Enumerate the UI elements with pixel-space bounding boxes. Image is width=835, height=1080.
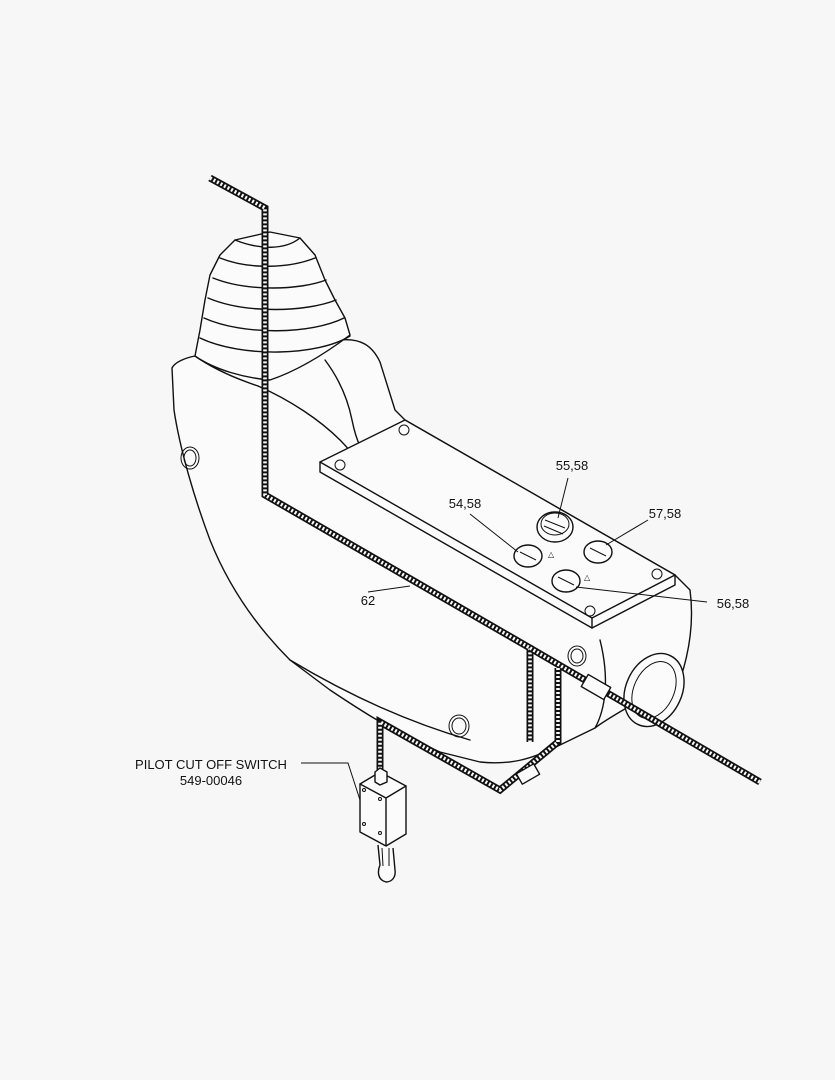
mount-holes [180,446,587,738]
callout-62: 62 [361,593,375,608]
callout-56-58: 56,58 [717,596,750,611]
callout-55-58: 55,58 [556,458,589,473]
svg-text:△: △ [584,573,591,582]
callout-57-58: 57,58 [649,506,682,521]
svg-text:△: △ [548,550,555,559]
joystick-boot [194,231,351,381]
top-plate [319,419,676,629]
knob-54: △ [513,544,555,568]
leader-lines [301,477,708,801]
knob-55 [536,511,574,543]
callout-54-58: 54,58 [449,496,482,511]
switch-part-number: 549-00046 [180,773,242,788]
switch-title-label: PILOT CUT OFF SWITCH [135,757,287,772]
pilot-cut-off-switch [359,767,407,883]
knob-57 [583,540,613,564]
cable-harness-62 [208,174,762,795]
knob-56: △ [551,569,591,593]
